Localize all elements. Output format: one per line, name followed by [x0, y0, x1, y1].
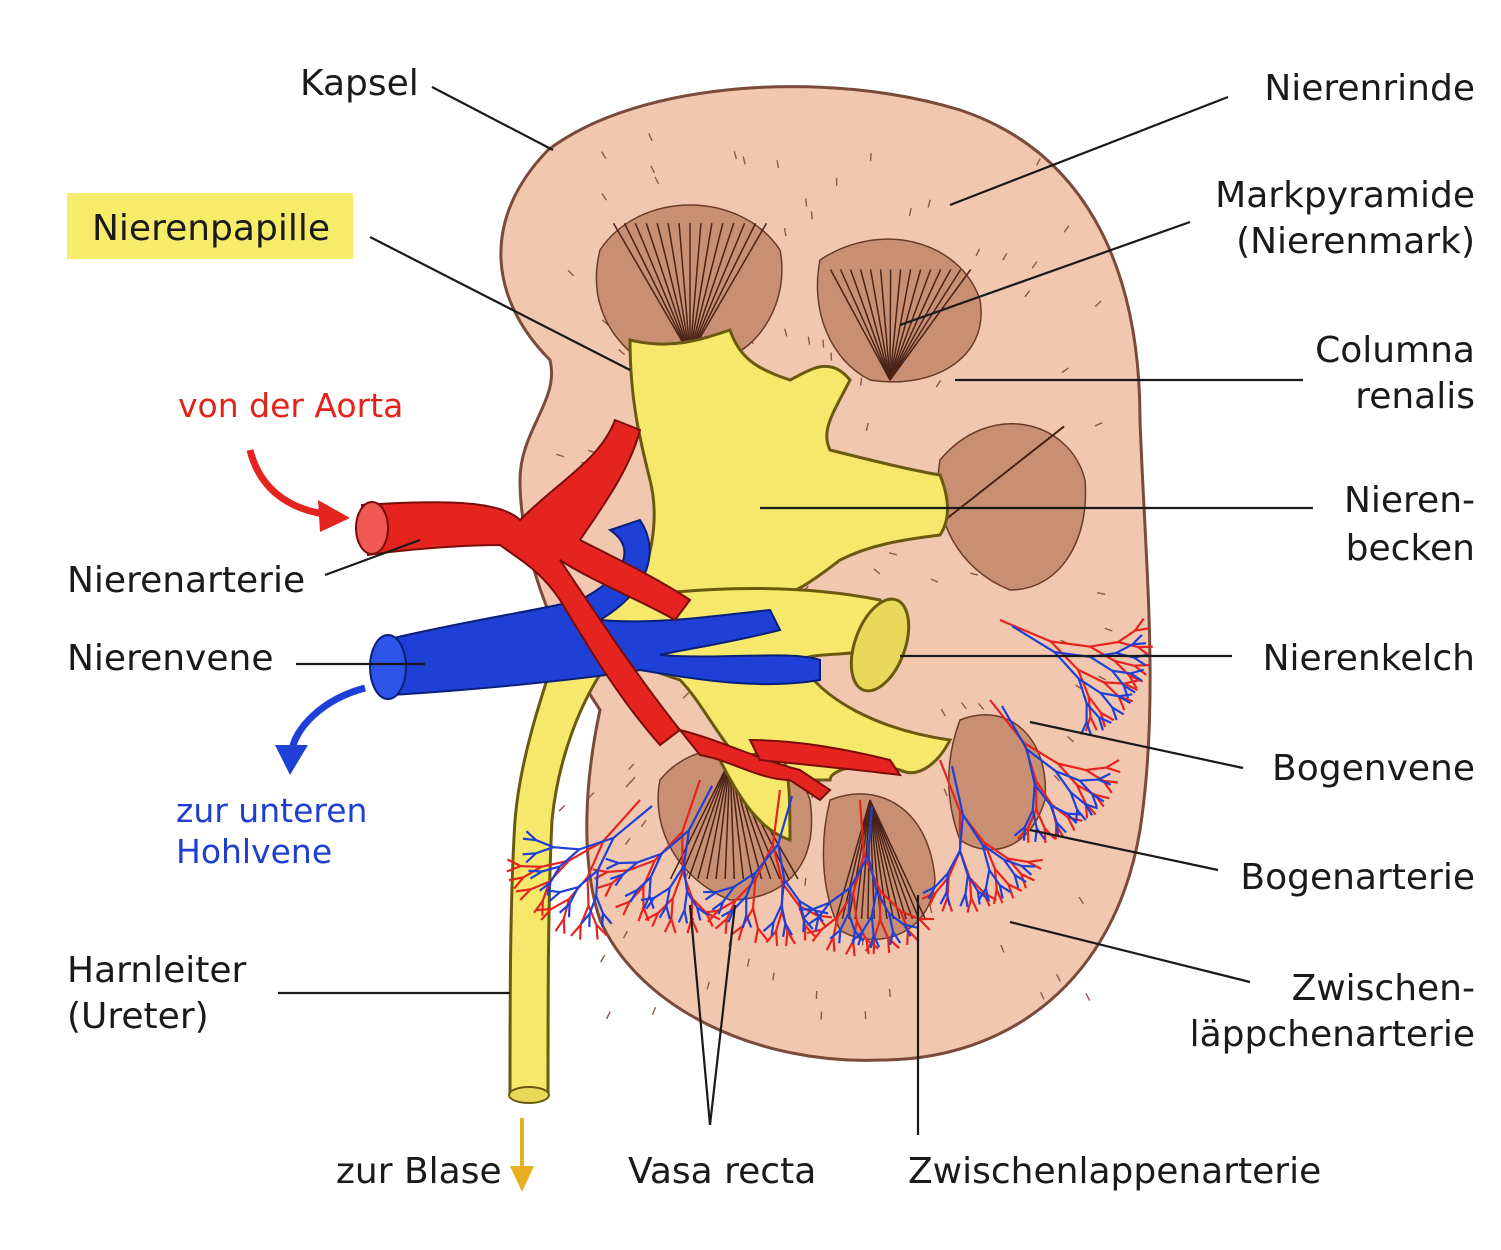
label-nierenkelch: Nierenkelch: [1263, 638, 1475, 679]
aorta-arrowhead: [318, 500, 350, 532]
label-markpyramide-1: Markpyramide: [1215, 175, 1475, 216]
hohlvene-arrow: [292, 688, 365, 750]
label-harnleiter-1: Harnleiter: [67, 950, 247, 991]
label-nierenvene: Nierenvene: [67, 638, 273, 679]
label-aorta: von der Aorta: [178, 386, 403, 425]
label-nierenbecken-2: becken: [1346, 528, 1475, 569]
label-bogenvene: Bogenvene: [1272, 748, 1475, 789]
renal-vein-opening: [370, 635, 406, 699]
label-columna-2: renalis: [1355, 376, 1475, 417]
label-markpyramide-2: (Nierenmark): [1236, 221, 1475, 262]
hohlvene-arrowhead: [275, 745, 308, 775]
blase-arrowhead: [510, 1166, 534, 1192]
label-hohlvene-1: zur unteren: [176, 791, 367, 830]
label-hohlvene-2: Hohlvene: [176, 832, 332, 871]
lead-kapsel: [432, 87, 553, 150]
label-nierenarterie: Nierenarterie: [67, 560, 305, 601]
label-columna-1: Columna: [1315, 330, 1475, 371]
label-zwischenlaepp-1: Zwischen-: [1292, 968, 1475, 1009]
label-vasa-recta: Vasa recta: [628, 1151, 816, 1192]
label-blase: zur Blase: [336, 1151, 502, 1192]
label-kapsel: Kapsel: [300, 63, 419, 104]
label-nierenpapille: Nierenpapille: [92, 208, 330, 249]
label-zwischenlaepp-2: läppchenarterie: [1190, 1014, 1475, 1055]
ureter-end: [509, 1087, 549, 1103]
label-harnleiter-2: (Ureter): [67, 996, 209, 1037]
renal-artery-opening: [356, 502, 388, 554]
label-zwischenlappen: Zwischenlappenarterie: [908, 1151, 1321, 1192]
label-nierenbecken-1: Nieren-: [1344, 480, 1475, 521]
label-bogenarterie: Bogenarterie: [1240, 857, 1475, 898]
aorta-arrow: [250, 450, 330, 515]
label-nierenrinde: Nierenrinde: [1264, 68, 1475, 109]
